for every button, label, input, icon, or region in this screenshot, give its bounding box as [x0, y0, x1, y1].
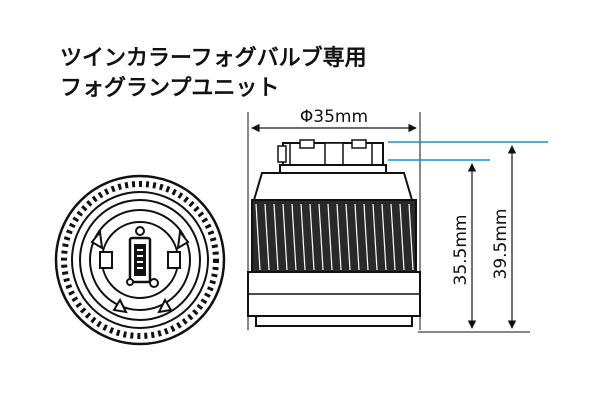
- heatsink-fin: [399, 203, 405, 271]
- heatsink-fin: [345, 203, 351, 271]
- heatsink-fin: [318, 203, 324, 271]
- height-short-label: 35.5mm: [451, 215, 471, 286]
- heatsink-fin: [381, 203, 387, 271]
- heatsink-fin: [327, 203, 333, 271]
- heatsink-fin: [408, 203, 414, 271]
- heatsink-fin: [282, 203, 288, 271]
- heatsink-fin: [309, 203, 315, 271]
- title-line-1: ツインカラーフォグバルブ専用: [60, 46, 367, 71]
- title-line-2: フォグランプユニット: [60, 76, 280, 101]
- height-dimensions: 35.5mm 39.5mm: [388, 141, 548, 333]
- heatsink-fin: [372, 203, 378, 271]
- heatsink-fin: [255, 203, 261, 271]
- heatsink-fin: [300, 203, 306, 271]
- side-view-drawing: [247, 139, 421, 327]
- heatsink-fin: [264, 203, 270, 271]
- heatsink-fin: [390, 203, 396, 271]
- height-long-label: 39.5mm: [491, 209, 511, 280]
- front-view-drawing: [54, 174, 226, 346]
- heatsink-fin: [273, 203, 279, 271]
- heatsink-fin: [363, 203, 369, 271]
- heatsink-fin: [291, 203, 297, 271]
- diameter-dimension: Φ35mm: [247, 107, 421, 330]
- heatsink-fin: [336, 203, 342, 271]
- diameter-label: Φ35mm: [300, 107, 368, 127]
- heatsink-fin: [354, 203, 360, 271]
